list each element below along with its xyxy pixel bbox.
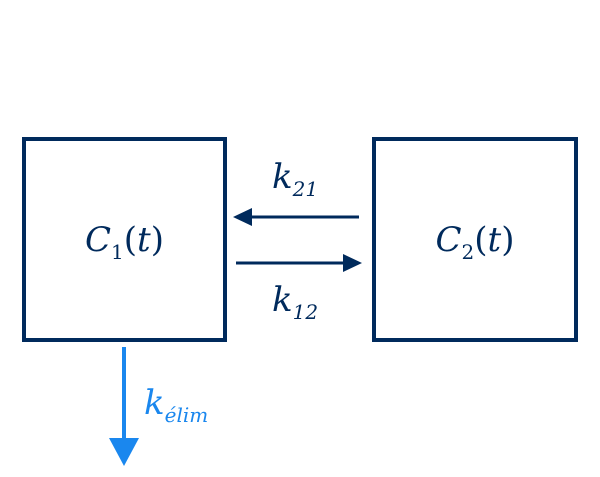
rate-k12-sub: 12 <box>292 300 319 324</box>
compartment-1-sub: 1 <box>111 239 124 264</box>
rate-k12-symbol: k <box>272 280 293 320</box>
compartment-2-sub: 2 <box>461 239 475 264</box>
arrow-k12 <box>236 254 362 272</box>
compartment-1-label: C1(t) <box>85 219 164 264</box>
compartment-2-arg: t <box>487 219 502 260</box>
arrow-k12-head <box>343 254 362 272</box>
rate-k21-label: k21 <box>272 157 318 199</box>
compartment-1-arg: t <box>137 219 151 260</box>
rate-k12-label: k12 <box>272 280 318 322</box>
rate-k21-sub: 21 <box>292 177 319 201</box>
compartment-1-box: C1(t) <box>22 137 227 342</box>
rate-kelim-label: kélim <box>144 383 208 425</box>
rate-kelim-symbol: k <box>144 383 165 423</box>
rate-k21-symbol: k <box>272 157 293 197</box>
arrow-k21 <box>233 208 359 226</box>
compartment-2-box: C2(t) <box>372 137 578 342</box>
compartment-2-var: C <box>435 219 462 260</box>
compartment-2-label: C2(t) <box>435 219 515 264</box>
arrow-kelim <box>109 347 139 466</box>
compartment-1-var: C <box>85 219 112 260</box>
arrow-k21-head <box>233 208 252 226</box>
rate-kelim-sub: élim <box>164 403 209 427</box>
arrow-kelim-head <box>109 438 139 466</box>
